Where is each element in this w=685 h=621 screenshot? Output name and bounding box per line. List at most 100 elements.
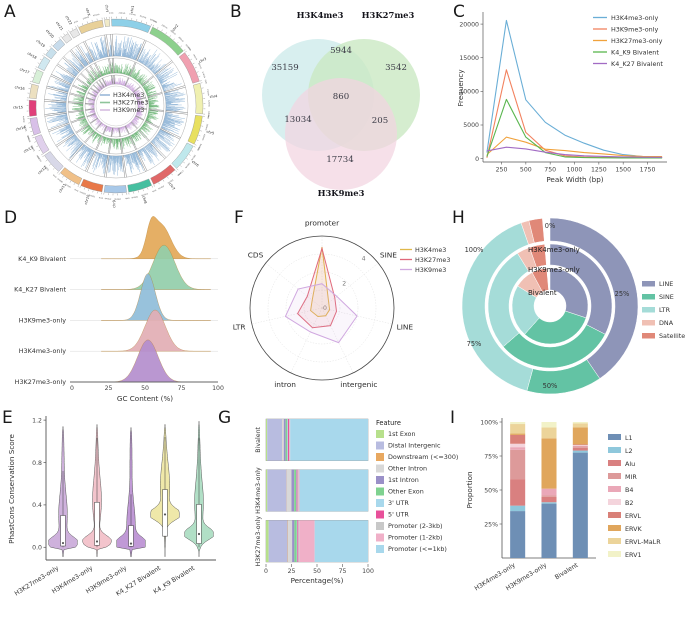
circos-data-spike xyxy=(62,85,70,89)
circos-tick-label: 420mb xyxy=(157,184,164,189)
legend-label: L2 xyxy=(625,447,633,455)
circos-data-spike xyxy=(98,154,103,168)
circos-data-spike xyxy=(48,85,69,93)
chromosome-label: chr6 xyxy=(191,160,200,168)
circos-data-spike xyxy=(127,136,130,143)
donut-segment xyxy=(531,267,549,293)
bar-segment xyxy=(510,422,526,425)
track-separator xyxy=(89,117,98,124)
circos-data-spike xyxy=(64,75,73,81)
circos-data-spike xyxy=(164,119,183,125)
circos-tick xyxy=(161,29,163,32)
circos-data-spike xyxy=(154,69,161,75)
circos-data-spike xyxy=(79,120,87,125)
track-separator xyxy=(165,111,188,115)
circos-data-spike xyxy=(104,53,107,58)
chromosome-band xyxy=(37,56,51,71)
circos-data-spike xyxy=(91,116,98,120)
circos-tick xyxy=(150,23,152,26)
circos-data-spike xyxy=(134,92,137,95)
circos-data-spike xyxy=(132,119,138,124)
circos-data-spike xyxy=(159,71,178,83)
legend-swatch xyxy=(376,487,384,496)
circos-data-spike xyxy=(130,49,134,59)
circos-tick-label: 0mb xyxy=(74,188,79,192)
circos-data-spike xyxy=(139,149,141,153)
bar-segment xyxy=(510,424,526,434)
circos-data-spike xyxy=(125,52,128,58)
track-separator xyxy=(110,34,113,57)
circos-data-spike xyxy=(141,148,143,150)
circos-data-spike xyxy=(128,84,131,89)
track-separator xyxy=(110,127,113,137)
circos-data-spike xyxy=(149,64,155,70)
circos-data-spike xyxy=(61,97,67,99)
circos-data-spike xyxy=(142,148,146,154)
circos-data-spike xyxy=(135,114,142,118)
x-tick-label: 0 xyxy=(264,568,268,575)
track-separator xyxy=(137,97,146,101)
circos-data-spike xyxy=(109,127,111,130)
track-separator xyxy=(123,155,127,178)
legend-label: Promoter (1-2kb) xyxy=(388,534,443,542)
circos-data-spike xyxy=(149,63,156,70)
circos-data-spike xyxy=(162,123,168,126)
circos-data-spike xyxy=(134,72,140,79)
track-separator xyxy=(135,115,144,120)
circos-data-spike xyxy=(105,126,109,133)
circos-data-spike xyxy=(66,137,78,147)
circos-tick xyxy=(141,20,143,23)
circos-data-spike xyxy=(165,97,180,101)
circos-data-spike xyxy=(152,65,161,73)
circos-data-spike xyxy=(136,131,138,134)
circos-data-spike xyxy=(106,126,109,128)
radar-axis-label: SINE xyxy=(380,250,397,259)
circos-data-spike xyxy=(163,120,175,124)
circos-data-spike xyxy=(98,153,100,156)
circos-data-spike xyxy=(103,125,107,130)
circos-tick xyxy=(77,185,79,187)
circos-data-spike xyxy=(88,75,94,82)
legend-swatch xyxy=(376,533,384,542)
circos-data-spike xyxy=(132,134,135,138)
circos-data-spike xyxy=(123,48,126,57)
circos-data-spike xyxy=(69,75,75,79)
track-separator xyxy=(108,138,111,154)
track-separator xyxy=(118,127,121,137)
circos-data-spike xyxy=(51,117,68,122)
legend-label: H3K27me3-only xyxy=(611,37,663,45)
circos-data-spike xyxy=(68,137,78,147)
track-separator xyxy=(57,63,76,77)
circos-data-spike xyxy=(133,152,137,159)
circos-data-spike xyxy=(95,153,102,170)
donut-axis-pct: 100% xyxy=(465,246,484,254)
circos-data-spike xyxy=(71,54,84,69)
circos-data-spike xyxy=(135,152,141,165)
circos-tick-label: 0mb xyxy=(98,196,103,199)
circos-data-spike xyxy=(91,81,93,83)
legend-label: B4 xyxy=(625,486,633,494)
circos-data-spike xyxy=(107,126,110,131)
circos-data-spike xyxy=(68,67,78,75)
circos-data-spike xyxy=(124,63,129,75)
circos-data-spike xyxy=(125,37,130,57)
circos-data-spike xyxy=(127,85,129,88)
circos-data-spike xyxy=(60,98,67,100)
circos-data-spike xyxy=(97,121,102,127)
track-separator xyxy=(69,144,85,162)
circos-data-spike xyxy=(165,97,176,100)
track-separator xyxy=(85,108,95,111)
track-separator xyxy=(86,68,96,81)
legend-swatch xyxy=(642,320,655,326)
track-separator xyxy=(124,125,129,135)
track-separator xyxy=(137,150,148,172)
circos-data-spike xyxy=(79,55,88,66)
circos-data-spike xyxy=(87,148,90,151)
circos-data-spike xyxy=(50,108,67,110)
circos-data-spike xyxy=(92,90,98,95)
circos-data-spike xyxy=(151,64,159,72)
circos-data-spike xyxy=(90,49,97,61)
circos-data-spike xyxy=(100,153,103,159)
